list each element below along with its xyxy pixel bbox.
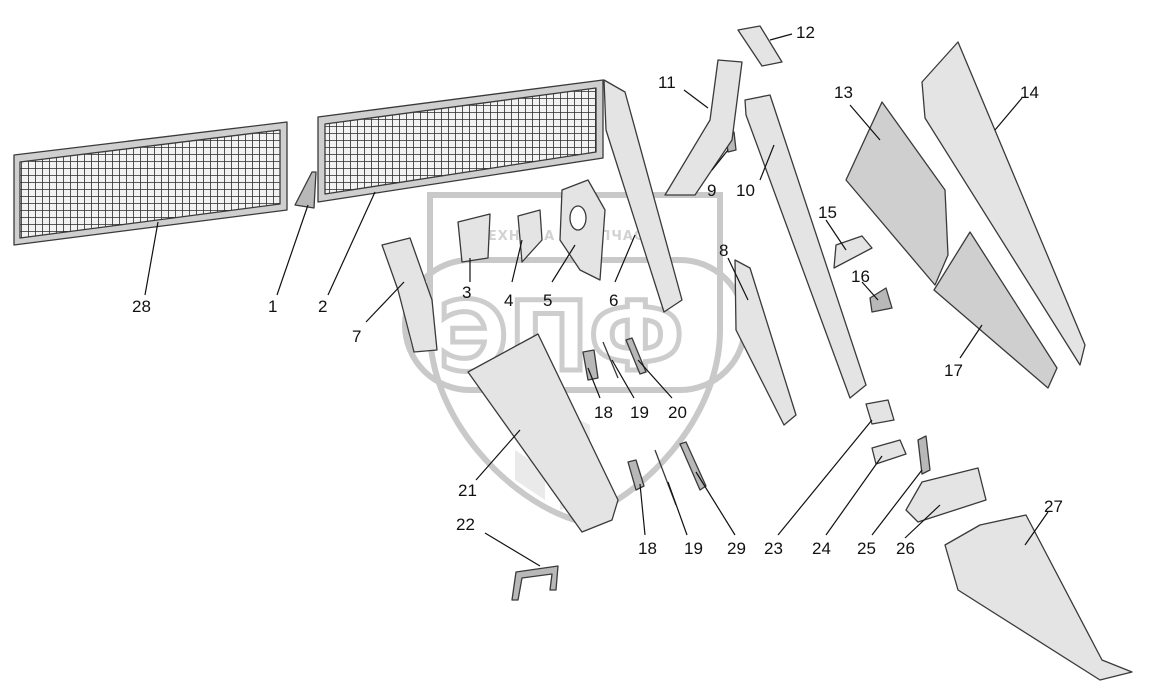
part-21-board — [467, 333, 619, 533]
callout-2: 2 — [318, 297, 327, 316]
part-26-mount — [905, 467, 987, 523]
part-12-bracket — [737, 25, 783, 67]
part-18-upper — [582, 349, 599, 381]
part-3-cover — [457, 213, 491, 263]
part-17-panel — [933, 231, 1058, 389]
callout-27: 27 — [1044, 497, 1063, 516]
part-16-clip — [869, 287, 893, 313]
callout-10: 10 — [736, 181, 755, 200]
part-10-rail — [744, 94, 867, 399]
part-24-bracket — [871, 439, 907, 465]
part-5-plate — [559, 179, 606, 281]
callout-14: 14 — [1020, 83, 1039, 102]
part-22-handle — [511, 565, 559, 601]
part-6-panel — [603, 79, 683, 313]
part-14-panel — [921, 41, 1086, 366]
part-13-panel — [845, 101, 949, 286]
callout-labels: 28 1 2 3 4 5 6 7 8 9 10 11 12 13 14 15 1… — [132, 23, 1063, 558]
callout-28: 28 — [132, 297, 151, 316]
part-4-bracket — [517, 209, 543, 263]
callout-8: 8 — [719, 241, 728, 260]
part-20 — [625, 337, 647, 375]
part-15-plate — [833, 235, 873, 269]
leader-lines — [144, 33, 1049, 567]
callout-21: 21 — [458, 481, 477, 500]
part-23-bracket — [865, 399, 895, 425]
part-19-upper — [602, 341, 619, 379]
callout-3: 3 — [462, 283, 471, 302]
callout-23: 23 — [764, 539, 783, 558]
callout-9: 9 — [707, 181, 716, 200]
callout-17: 17 — [944, 361, 963, 380]
part-25-clip — [917, 435, 931, 475]
part-8-panel — [734, 259, 797, 426]
callout-4: 4 — [504, 291, 513, 310]
callout-11: 11 — [658, 73, 676, 92]
callout-18-upper: 18 — [594, 403, 613, 422]
part-28-grille — [13, 121, 288, 246]
part-1-bracket — [294, 171, 317, 209]
callout-18-lower: 18 — [638, 539, 657, 558]
callout-12: 12 — [796, 23, 815, 42]
callout-24: 24 — [812, 539, 831, 558]
callout-19-upper: 19 — [630, 403, 649, 422]
part-2-grille — [317, 79, 604, 203]
callout-16: 16 — [851, 267, 870, 286]
callout-6: 6 — [609, 291, 618, 310]
callout-13: 13 — [834, 83, 853, 102]
callout-1: 1 — [268, 297, 277, 316]
callout-7: 7 — [352, 327, 361, 346]
callout-29: 29 — [727, 539, 746, 558]
callout-25: 25 — [857, 539, 876, 558]
callout-22: 22 — [456, 515, 475, 534]
callout-20: 20 — [668, 403, 687, 422]
part-11-duct — [664, 59, 743, 196]
callout-5: 5 — [543, 291, 552, 310]
callout-26: 26 — [896, 539, 915, 558]
callout-15: 15 — [818, 203, 837, 222]
part-18-lower — [627, 459, 645, 491]
callout-19-lower: 19 — [684, 539, 703, 558]
part-27-funnel — [944, 514, 1133, 681]
part-7-shield — [381, 237, 438, 353]
